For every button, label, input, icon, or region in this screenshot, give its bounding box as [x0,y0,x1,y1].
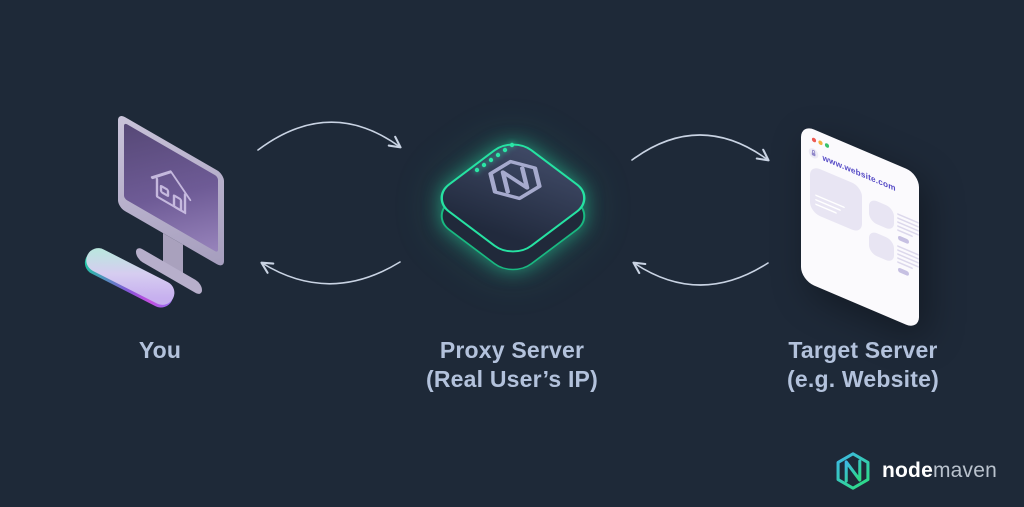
proxy-label-line2: (Real User’s IP) [426,366,598,392]
monitor-group [118,116,224,294]
house-icon [150,170,192,215]
you-label: You [10,336,310,365]
hero-text-lines [815,194,845,214]
text-lines-1 [897,213,919,238]
brand-word-maven: maven [932,459,997,482]
target-label: Target Server (e.g. Website) [713,336,1013,394]
browser-window-illustration: www.website.com [801,128,919,326]
hero-content-block [810,168,862,231]
monitor-stand-base [136,248,202,294]
arrow-target-to-proxy [634,263,769,286]
proxy-server-device [440,142,586,271]
lock-icon [808,148,819,159]
proxy-label: Proxy Server (Real User’s IP) [362,336,662,394]
browser-traffic-light-dots-icon [811,137,830,148]
arrow-proxy-to-target [631,134,768,160]
keyboard-top [86,248,175,305]
proxy-device-body [440,143,586,271]
desktop-computer-illustration [84,116,224,308]
nodemaven-logo: nodemaven [834,448,997,494]
button-pill-2 [898,267,909,276]
monitor-screen [124,123,218,252]
proxy-label-line1: Proxy Server [439,337,585,363]
button-pill-1 [898,235,909,244]
text-lines-2 [897,245,919,270]
target-label-line2: (e.g. Website) [787,366,939,392]
brand-word-node: node [882,459,933,482]
thumbnail-block-2 [869,232,894,261]
brand-wordmark: nodemaven [882,459,997,483]
nodemaven-logo-icon [836,452,870,490]
target-label-line1: Target Server [788,337,938,363]
led-indicators-icon [474,142,515,173]
thumbnail-block-1 [869,200,894,229]
nodemaven-mark-icon [488,159,542,201]
you-label-line1: You [138,337,182,363]
keyboard [84,248,175,308]
